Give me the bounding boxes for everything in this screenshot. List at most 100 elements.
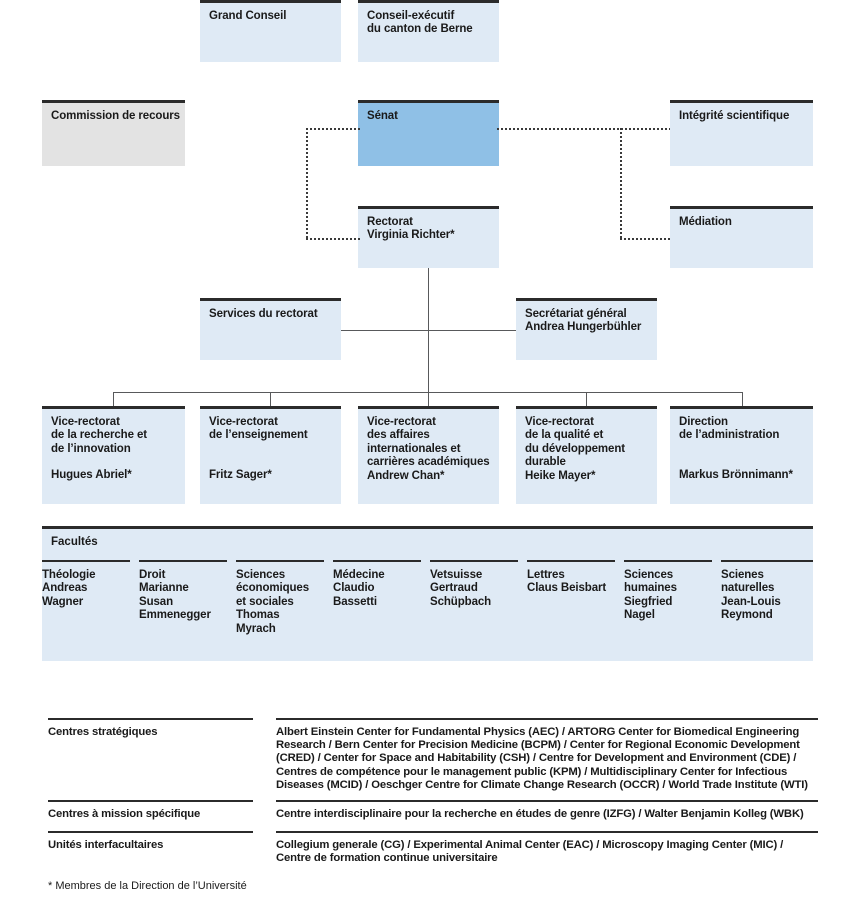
faculty-line: Wagner	[42, 595, 84, 608]
faculty-lettres: Lettres Claus Beisbart	[527, 560, 615, 596]
box-line: des affaires	[367, 429, 430, 442]
box-line: carrières académiques	[367, 456, 490, 469]
box-secretariat-general: Secrétariat général Andrea Hungerbühler	[516, 298, 657, 360]
box-integrite-scientifique: Intégrité scientifique	[670, 100, 813, 166]
faculty-line: Scienes	[721, 569, 764, 581]
box-line: de la qualité et	[525, 429, 604, 442]
faculty-medecine: Médecine Claudio Bassetti	[333, 560, 421, 609]
value-centres-mission-specifique: Centre interdisciplinaire pour la recher…	[276, 800, 818, 821]
faculty-line: naturelles	[721, 582, 775, 595]
box-line: Rectorat	[367, 216, 413, 228]
box-line: Secrétariat général	[525, 308, 627, 320]
faculty-line: Gertraud	[430, 582, 478, 595]
box-line: Direction	[679, 416, 728, 428]
faculty-line: Jean-Louis	[721, 595, 781, 608]
box-line: Sénat	[367, 110, 398, 122]
faculty-line: Médecine	[333, 569, 385, 581]
faculty-line: Reymond	[721, 609, 773, 622]
box-line: du développement	[525, 442, 625, 455]
label-unites-interfacultaires: Unités interfacultaires	[48, 831, 253, 852]
faculty-theologie: Théologie Andreas Wagner	[42, 560, 130, 609]
spacer	[51, 456, 176, 469]
box-line: Intégrité scientifique	[679, 110, 790, 122]
box-commission-de-recours: Commission de recours	[42, 100, 185, 166]
value-line: Centre de formation continue universitai…	[276, 852, 498, 865]
box-services-du-rectorat: Services du rectorat	[200, 298, 341, 360]
box-line: de l’administration	[679, 429, 780, 442]
box-line: de la recherche et	[51, 429, 148, 442]
faculty-line: Susan	[139, 595, 174, 608]
box-vice-rectorat-affaires-internationales: Vice-rectorat des affaires international…	[358, 406, 499, 504]
box-direction-administration: Direction de l’administration Markus Brö…	[670, 406, 813, 504]
faculty-line: Bassetti	[333, 595, 377, 608]
value-line: Centres de compétence pour le management…	[276, 765, 788, 778]
faculty-line: Claus Beisbart	[527, 582, 607, 595]
box-line: Services du rectorat	[209, 308, 318, 320]
box-senat: Sénat	[358, 100, 499, 166]
faculty-line: Myrach	[236, 622, 276, 635]
spacer	[209, 456, 332, 469]
faculty-line: Andreas	[42, 582, 88, 595]
value-line: Albert Einstein Center for Fundamental P…	[276, 726, 800, 738]
faculty-line: Emmenegger	[139, 609, 211, 622]
dotted-connector-mediation	[620, 238, 670, 240]
box-person: Heike Mayer*	[525, 469, 596, 482]
box-person: Andrew Chan*	[367, 469, 445, 482]
dotted-connector-rectorat-left	[306, 238, 360, 240]
faculty-sciences-humaines: Sciences humaines Siegfried Nagel	[624, 560, 712, 623]
drop-stem-5	[742, 392, 743, 406]
crossbar-support-row	[341, 330, 516, 331]
value-line: Research / Bern Center for Precision Med…	[276, 739, 800, 752]
box-mediation: Médiation	[670, 206, 813, 268]
faculty-sciences-economiques-sociales: Sciences économiques et sociales Thomas …	[236, 560, 324, 636]
box-vice-rectorat-qualite-developpement-durable: Vice-rectorat de la qualité et du dévelo…	[516, 406, 657, 504]
label-centres-mission-specifique: Centres à mission spécifique	[48, 800, 253, 821]
footnote-membres-direction: * Membres de la Direction de l’Universit…	[48, 880, 247, 892]
box-vice-rectorat-recherche-innovation: Vice-rectorat de la recherche et de l’in…	[42, 406, 185, 504]
faculty-line: Lettres	[527, 569, 565, 581]
box-line: Conseil-exécutif	[367, 10, 455, 22]
drop-stem-3	[428, 392, 429, 406]
box-line: Vice-rectorat	[367, 416, 436, 428]
faculty-line: Siegfried	[624, 595, 673, 608]
faculty-line: Schüpbach	[430, 595, 492, 608]
value-line: Collegium generale (CG) / Experimental A…	[276, 839, 784, 851]
label-centres-strategiques: Centres stratégiques	[48, 718, 253, 739]
faculty-line: Théologie	[42, 569, 96, 581]
drop-stem-4	[586, 392, 587, 406]
box-line: de l’enseignement	[209, 429, 308, 442]
faculty-line: Claudio	[333, 582, 375, 595]
faculty-line: Marianne	[139, 582, 189, 595]
faculty-line: Droit	[139, 569, 166, 581]
box-line: Grand Conseil	[209, 10, 287, 22]
faculty-line: Sciences	[624, 569, 674, 581]
box-line: de l’innovation	[51, 442, 131, 455]
spacer	[679, 443, 804, 456]
box-person: Markus Brönnimann*	[679, 468, 793, 481]
box-grand-conseil: Grand Conseil	[200, 0, 341, 62]
faculties-title: Facultés	[51, 536, 98, 548]
faculty-line: économiques	[236, 582, 310, 595]
box-line: Virginia Richter*	[367, 229, 455, 242]
faculties-panel: Facultés	[42, 526, 813, 661]
spacer	[209, 443, 332, 456]
dotted-connector-senat-left	[306, 128, 360, 130]
box-line: Vice-rectorat	[209, 416, 278, 428]
box-line: Vice-rectorat	[51, 416, 120, 428]
box-conseil-executif: Conseil-exécutif du canton de Berne	[358, 0, 499, 62]
faculty-line: Sciences	[236, 569, 286, 581]
box-line: Médiation	[679, 216, 732, 228]
box-line: Vice-rectorat	[525, 416, 594, 428]
box-person: Fritz Sager*	[209, 468, 272, 481]
faculty-line: humaines	[624, 582, 677, 595]
dotted-connector-left-vertical	[306, 128, 308, 240]
value-line: Centre interdisciplinaire pour la recher…	[276, 808, 804, 820]
value-line: (CRED) / Center for Space and Habitabili…	[276, 752, 797, 765]
faculty-line: Thomas	[236, 609, 280, 622]
box-line: Commission de recours	[51, 110, 180, 122]
box-line: du canton de Berne	[367, 23, 473, 36]
box-line: Andrea Hungerbühler	[525, 321, 642, 334]
faculty-line: Nagel	[624, 609, 655, 622]
faculty-vetsuisse: Vetsuisse Gertraud Schüpbach	[430, 560, 518, 609]
